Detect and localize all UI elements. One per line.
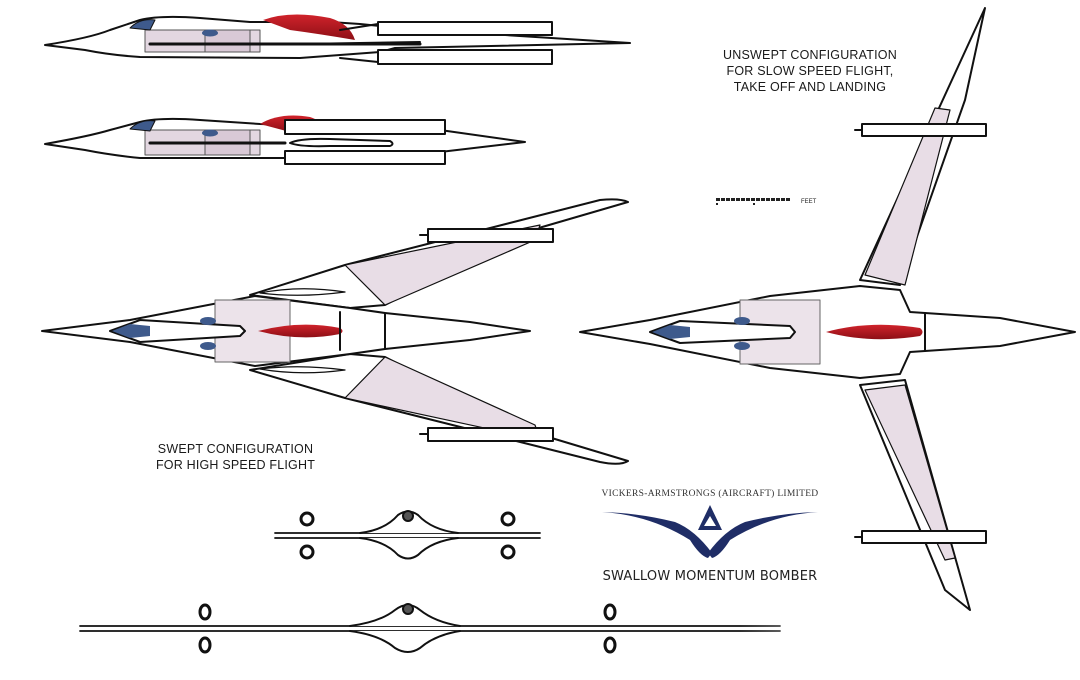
label-line: FOR SLOW SPEED FLIGHT, xyxy=(726,64,894,78)
label-line: UNSWEPT CONFIGURATION xyxy=(723,48,897,62)
label-line: SWEPT CONFIGURATION xyxy=(157,442,314,456)
front-view-swept xyxy=(274,510,541,560)
swept-configuration-label: SWEPT CONFIGURATION FOR HIGH SPEED FLIGH… xyxy=(128,441,343,473)
scale-tick xyxy=(753,203,755,205)
label-line: TAKE OFF AND LANDING xyxy=(733,80,887,94)
side-view-long-tail xyxy=(44,14,631,65)
plan-view-swept xyxy=(41,198,629,465)
plan-view-unswept xyxy=(579,7,1076,611)
scale-bar: FEET xyxy=(713,196,823,212)
manufacturer-name: VICKERS-ARMSTRONGS (AIRCRAFT) LIMITED xyxy=(601,489,819,499)
scale-bar-graduations xyxy=(716,198,791,201)
scale-tick xyxy=(716,203,718,205)
side-view-short-tail xyxy=(44,115,526,165)
product-name: SWALLOW MOMENTUM BOMBER xyxy=(602,569,818,584)
label-line: FOR HIGH SPEED FLIGHT xyxy=(155,458,316,472)
image-fade xyxy=(740,616,1080,680)
unswept-configuration-label: UNSWEPT CONFIGURATION FOR SLOW SPEED FLI… xyxy=(700,47,920,95)
front-view-unswept xyxy=(79,603,781,654)
scale-unit: FEET xyxy=(801,199,817,205)
company-logo xyxy=(602,505,818,558)
